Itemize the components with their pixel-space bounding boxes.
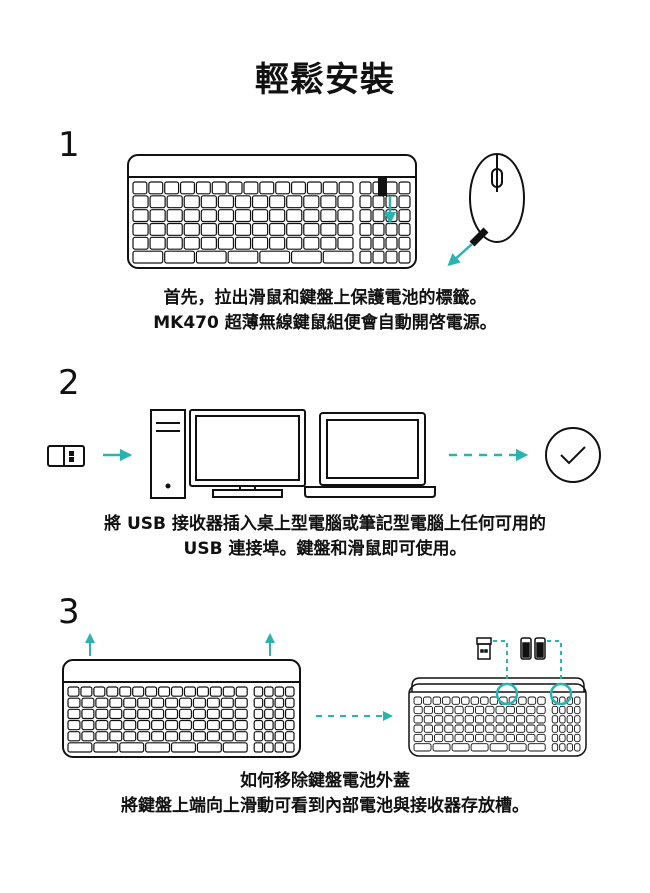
receiver-slot-highlight (495, 682, 519, 706)
connector-lines (493, 640, 562, 684)
step-3-caption: 如何移除鍵盤電池外蓋 將鍵盤上端向上滑動可看到內部電池與接收器存放槽。 (0, 769, 650, 819)
caption-line: 首先，拉出滑鼠和鍵盤上保護電池的標籤。 (163, 288, 487, 308)
caption-line: 如何移除鍵盤電池外蓋 (240, 771, 410, 791)
caption-line: MK470 超薄無線鍵鼠組便會自動開啓電源。 (153, 313, 497, 333)
battery-icon (520, 637, 546, 660)
caption-line: USB 連接埠。鍵盤和滑鼠即可使用。 (183, 539, 467, 559)
checkmark-circle-icon (545, 427, 601, 483)
keyboard-open-illustration (408, 677, 587, 757)
usb-receiver-icon (476, 637, 492, 660)
battery-slot-highlight (549, 682, 573, 706)
step-1-number: 1 (58, 125, 80, 165)
battery-pull-tab-icon (378, 176, 387, 196)
keyboard-illustration (127, 154, 417, 269)
laptop-icon (304, 412, 436, 498)
step-1-caption: 首先，拉出滑鼠和鍵盤上保護電池的標籤。 MK470 超薄無線鍵鼠組便會自動開啓電… (0, 286, 650, 336)
desktop-computer-icon (150, 409, 306, 499)
caption-line: 將鍵盤上端向上滑動可看到內部電池與接收器存放槽。 (121, 796, 529, 816)
step-2-caption: 將 USB 接收器插入桌上型電腦或筆記型電腦上任何可用的 USB 連接埠。鍵盤和… (0, 512, 650, 562)
keyboard-illustration (62, 659, 301, 758)
step-2-number: 2 (58, 363, 80, 403)
step-3-number: 3 (58, 592, 80, 632)
page-title: 輕鬆安裝 (255, 60, 395, 100)
mouse-icon (447, 153, 525, 267)
caption-line: 將 USB 接收器插入桌上型電腦或筆記型電腦上任何可用的 (104, 514, 546, 534)
usb-receiver-icon (47, 445, 85, 467)
